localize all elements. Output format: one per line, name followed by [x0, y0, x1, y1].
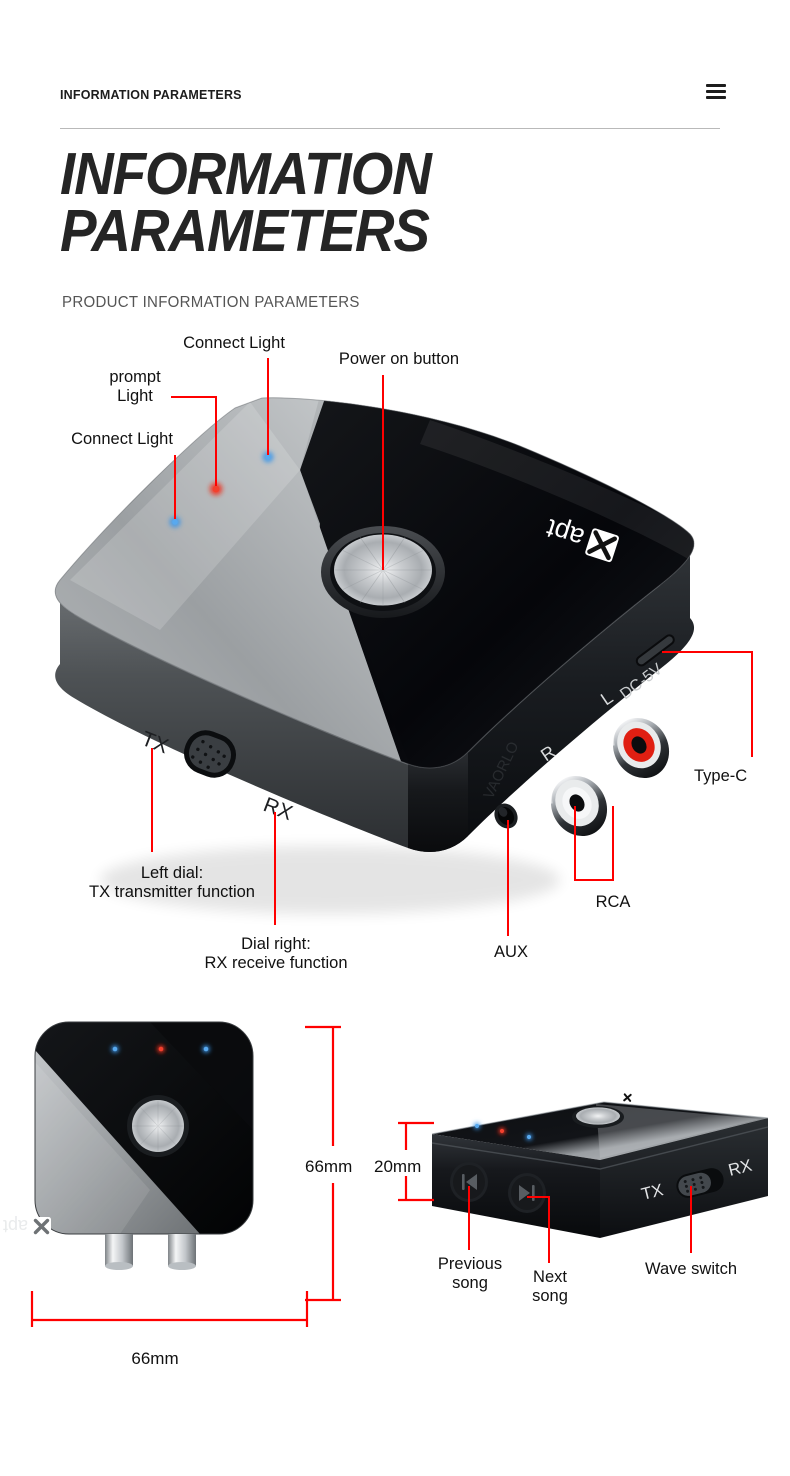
side-view-illustration: apt — [398, 1089, 769, 1263]
side-view-right-face — [600, 1118, 768, 1238]
side-view-top-face — [432, 1102, 768, 1160]
svg-text:apt: apt — [542, 513, 587, 553]
callout-previous-song: Previous song — [437, 1255, 503, 1293]
top-view-illustration: apt — [3, 1021, 341, 1327]
power-button-metal-face — [334, 534, 432, 606]
top-bar: INFORMATION PARAMETERS — [60, 84, 730, 130]
hamburger-bar — [706, 84, 726, 87]
label-rx: RX — [260, 793, 295, 825]
header-divider — [60, 128, 720, 129]
side-view-aptx-logo: apt — [606, 1089, 633, 1103]
callout-connect-light-top: Connect Light — [183, 334, 285, 352]
page-title-line-2: PARAMETERS — [60, 197, 430, 264]
aptx-logo: apt — [542, 513, 619, 563]
callout-connect-light-left: Connect Light — [71, 430, 173, 448]
leader-rca — [574, 806, 614, 881]
label-top-view-width: 66mm — [131, 1349, 179, 1368]
breadcrumb-title: INFORMATION PARAMETERS — [60, 88, 242, 102]
callout-wave-switch: Wave switch — [645, 1260, 737, 1278]
rca-port-left — [611, 717, 670, 779]
label-side-view-height: 20mm — [374, 1157, 422, 1176]
leader-lines — [151, 358, 753, 936]
previous-song-button[interactable] — [450, 1162, 488, 1202]
callout-right-dial: Dial right: RX receive function — [204, 935, 348, 973]
top-view-dimensions — [30, 1025, 341, 1327]
callout-prompt-light: prompt Light — [109, 368, 161, 406]
next-song-button[interactable] — [508, 1173, 546, 1213]
side-view-leds — [472, 1121, 534, 1142]
hamburger-bar — [706, 89, 726, 93]
previous-track-icon — [462, 1174, 477, 1190]
label-top-view-height: 66mm — [305, 1157, 353, 1176]
device-top-silver-wedge — [55, 397, 404, 768]
page-title: INFORMATION PARAMETERS — [60, 141, 637, 264]
callout-left-dial: Left dial: TX transmitter function — [89, 864, 255, 902]
aux-port — [494, 803, 518, 829]
device-front-corner — [408, 752, 468, 852]
top-view-power-button[interactable] — [127, 1095, 189, 1157]
svg-text:apt: apt — [606, 1089, 621, 1101]
callout-power-on-button: Power on button — [338, 350, 460, 368]
rca-port-right — [549, 775, 608, 837]
svg-text:apt: apt — [3, 1216, 28, 1236]
type-c-port — [635, 634, 675, 667]
tx-rx-wave-switch[interactable] — [178, 724, 242, 784]
wave-switch-grip-dots — [683, 1176, 705, 1193]
side-view-front-face — [432, 1134, 600, 1238]
side-view-label-tx: TX — [639, 1180, 665, 1204]
device-top-gloss-black — [300, 397, 695, 768]
page-title-line-1: INFORMATION — [60, 141, 432, 207]
top-view-leds — [110, 1044, 211, 1054]
hamburger-bar — [706, 95, 726, 99]
callout-next-song: Next song — [532, 1268, 568, 1306]
callout-rca: RCA — [595, 893, 631, 911]
label-rca-l: L — [597, 687, 616, 709]
top-view-aptx-logo: apt — [3, 1216, 51, 1236]
side-view-label-rx: RX — [726, 1156, 754, 1180]
side-view-power-button[interactable] — [572, 1106, 624, 1128]
side-view-leaders — [468, 1186, 692, 1263]
leader-next-song — [527, 1196, 550, 1263]
callout-aux: AUX — [494, 943, 528, 961]
label-dc-5v: DC-5V — [617, 661, 666, 704]
led-connect-top — [261, 450, 275, 464]
label-tx: TX — [138, 727, 171, 758]
top-view-rca-stubs — [105, 1234, 196, 1270]
brand-watermark: VAORLO — [480, 739, 522, 802]
device-top-face — [55, 397, 695, 768]
side-view-wave-switch[interactable] — [674, 1166, 726, 1201]
top-view-body — [35, 1022, 253, 1234]
top-view-silver-wedge — [35, 1050, 200, 1234]
led-connect-left — [168, 515, 182, 529]
label-rca-r: R — [537, 741, 559, 765]
device-right-side — [468, 534, 695, 836]
led-prompt — [208, 481, 224, 497]
power-button[interactable] — [321, 526, 445, 618]
device-left-side — [55, 580, 468, 852]
leader-type-c — [662, 651, 753, 757]
next-track-icon — [519, 1185, 535, 1201]
callout-type-c: Type-C — [694, 767, 748, 785]
power-button-brush-texture — [334, 534, 432, 606]
page-subtitle: PRODUCT INFORMATION PARAMETERS — [62, 294, 360, 311]
hamburger-menu-icon[interactable] — [706, 84, 726, 100]
switch-grip-dots — [191, 739, 226, 769]
